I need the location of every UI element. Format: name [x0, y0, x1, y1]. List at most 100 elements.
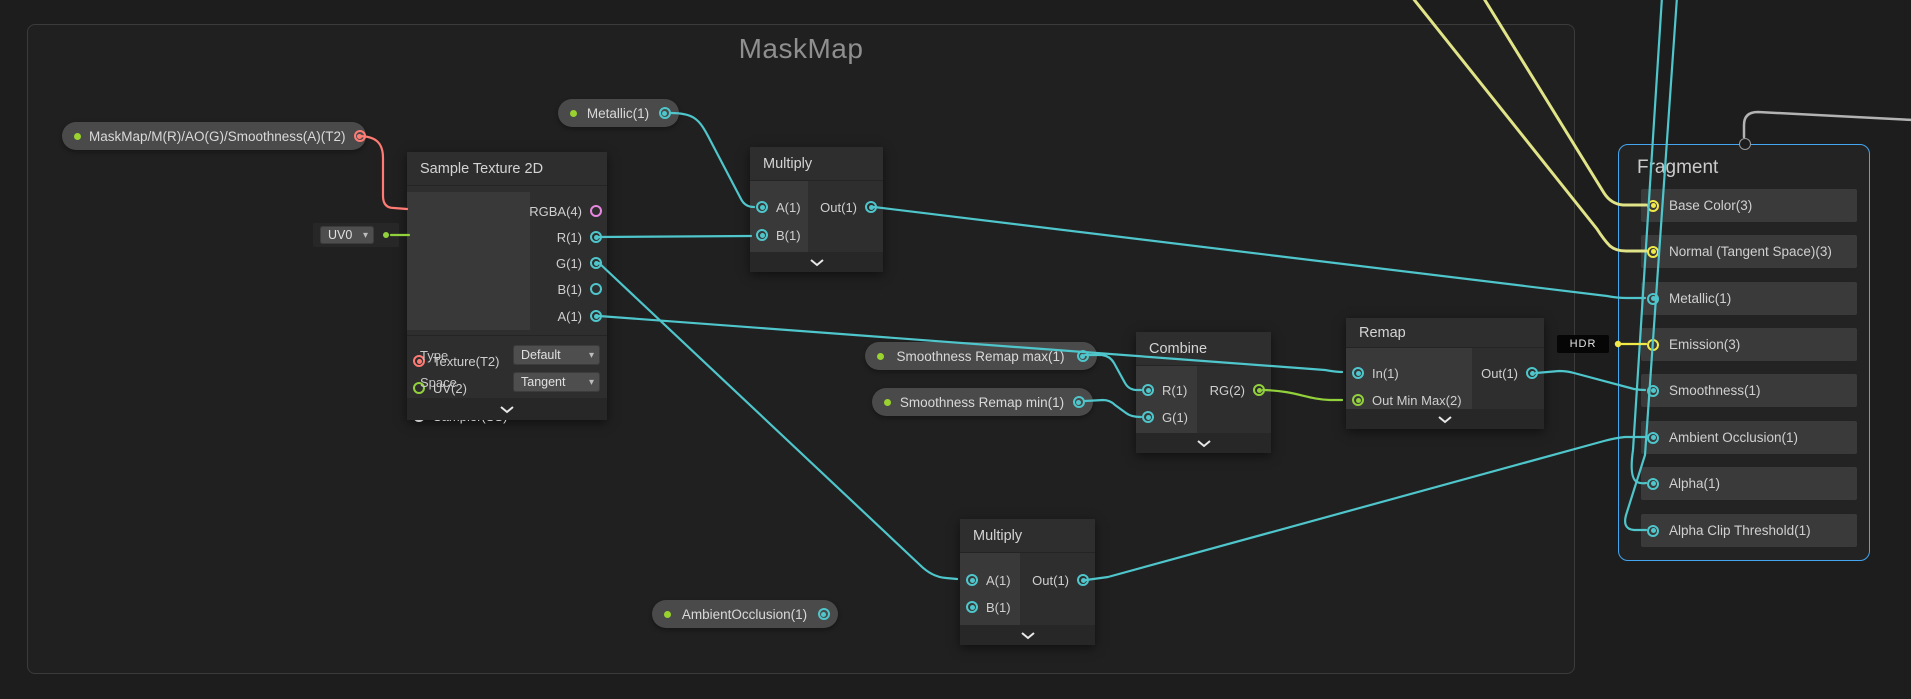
- chevron-down-icon: [500, 405, 514, 413]
- port-out-icon[interactable]: [1077, 574, 1089, 586]
- collapse-toggle[interactable]: [407, 398, 607, 420]
- node-title: Remap: [1346, 318, 1544, 348]
- fragment-block-emission[interactable]: Emission(3): [1641, 328, 1857, 361]
- port-ambient-occlusion-icon[interactable]: [1647, 431, 1659, 444]
- fragment-block-ambient-occlusion[interactable]: Ambient Occlusion(1): [1641, 421, 1857, 454]
- input-panel: [1346, 348, 1472, 409]
- port-label: G(1): [556, 255, 582, 271]
- port-label: A(1): [986, 572, 1011, 588]
- node-multiply-top[interactable]: Multiply A(1) B(1) Out(1): [750, 147, 883, 272]
- collapse-toggle[interactable]: [960, 625, 1095, 645]
- port-smoothness-icon[interactable]: [1647, 384, 1659, 397]
- uv-channel-value: UV0: [328, 228, 353, 242]
- port-label: A(1): [776, 199, 801, 215]
- node-multiply-bottom[interactable]: Multiply A(1) B(1) Out(1): [960, 519, 1095, 645]
- fragment-block-smoothness[interactable]: Smoothness(1): [1641, 374, 1857, 407]
- property-label: Smoothness Remap max(1): [896, 348, 1065, 364]
- property-node-maskmap[interactable]: MaskMap/M(R)/AO(G)/Smoothness(A)(T2): [62, 122, 366, 150]
- port-label: A(1): [557, 308, 582, 324]
- block-label: Base Color(3): [1669, 198, 1753, 213]
- property-node-smoothness-remap-min[interactable]: Smoothness Remap min(1): [872, 388, 1093, 416]
- port-alpha-icon[interactable]: [1647, 477, 1659, 490]
- node-title: Sample Texture 2D: [407, 152, 607, 186]
- uv-connection-dot-icon: [383, 232, 389, 238]
- edge-offscreen-to-fragment-stack[interactable]: [1742, 110, 1911, 139]
- port-b-icon[interactable]: [966, 601, 978, 613]
- collapse-toggle[interactable]: [750, 252, 883, 272]
- port-r-icon[interactable]: [590, 231, 602, 243]
- port-emission-icon[interactable]: [1647, 338, 1659, 351]
- float-output-port-icon[interactable]: [1072, 396, 1085, 408]
- node-title: Multiply: [750, 147, 883, 181]
- port-b-icon[interactable]: [590, 283, 602, 295]
- port-in-icon[interactable]: [1352, 367, 1364, 379]
- port-a-icon[interactable]: [590, 310, 602, 322]
- type-option-label: Type: [420, 348, 449, 363]
- node-sample-texture-2d[interactable]: Sample Texture 2D Texture(T2) UV(2) Samp…: [407, 152, 607, 424]
- port-g-icon[interactable]: [1142, 411, 1154, 423]
- port-rgba-icon[interactable]: [590, 205, 602, 217]
- property-label: MaskMap/M(R)/AO(G)/Smoothness(A)(T2): [89, 128, 346, 144]
- port-metallic-icon[interactable]: [1647, 292, 1659, 305]
- uv-channel-dropdown[interactable]: UV0 ▾: [320, 226, 374, 244]
- fragment-block-normal[interactable]: Normal (Tangent Space)(3): [1641, 235, 1857, 268]
- port-b-icon[interactable]: [756, 229, 768, 241]
- port-label: G(1): [1162, 409, 1188, 425]
- node-title: Combine: [1136, 332, 1271, 366]
- port-texture-icon[interactable]: [413, 355, 425, 367]
- float-output-port-icon[interactable]: [817, 608, 830, 620]
- type-dropdown[interactable]: Default ▾: [513, 345, 600, 365]
- collapse-toggle[interactable]: [1346, 409, 1544, 429]
- group-title: MaskMap: [738, 33, 864, 64]
- node-combine[interactable]: Combine R(1) G(1) RG(2): [1136, 332, 1271, 453]
- float-output-port-icon[interactable]: [1076, 350, 1089, 362]
- port-out-icon[interactable]: [865, 201, 877, 213]
- block-label: Alpha(1): [1669, 476, 1721, 491]
- dropdown-caret-icon: ▾: [588, 349, 594, 361]
- chevron-down-icon: [1020, 631, 1035, 639]
- chevron-down-icon: [1196, 439, 1211, 447]
- port-base-color-icon[interactable]: [1647, 199, 1659, 212]
- port-r-icon[interactable]: [1142, 384, 1154, 396]
- space-dropdown[interactable]: Tangent ▾: [513, 372, 600, 392]
- block-label: Emission(3): [1669, 337, 1741, 352]
- port-label: UV(2): [433, 380, 467, 396]
- block-label: Alpha Clip Threshold(1): [1669, 523, 1811, 538]
- port-rg-icon[interactable]: [1253, 384, 1265, 396]
- texture-output-port-icon[interactable]: [353, 130, 366, 142]
- port-a-icon[interactable]: [756, 201, 768, 213]
- port-out-min-max-icon[interactable]: [1352, 394, 1364, 406]
- property-node-metallic[interactable]: Metallic(1): [558, 99, 679, 127]
- dropdown-caret-icon: ▾: [588, 376, 594, 388]
- fragment-block-base-color[interactable]: Base Color(3): [1641, 189, 1857, 222]
- port-label: Out(1): [1032, 572, 1069, 588]
- fragment-block-alpha-clip-threshold[interactable]: Alpha Clip Threshold(1): [1641, 514, 1857, 547]
- port-uv-icon[interactable]: [413, 382, 425, 394]
- port-g-icon[interactable]: [590, 257, 602, 269]
- collapse-toggle[interactable]: [1136, 433, 1271, 453]
- exposed-property-dot-icon: [877, 352, 884, 360]
- port-label: B(1): [776, 227, 801, 243]
- exposed-property-dot-icon: [884, 398, 891, 406]
- port-a-icon[interactable]: [966, 574, 978, 586]
- fragment-block-metallic[interactable]: Metallic(1): [1641, 282, 1857, 315]
- input-panel: [407, 192, 530, 330]
- property-node-smoothness-remap-max[interactable]: Smoothness Remap max(1): [865, 342, 1097, 370]
- property-label: AmbientOcclusion(1): [681, 606, 808, 622]
- port-alpha-clip-icon[interactable]: [1647, 524, 1659, 537]
- port-label: RGBA(4): [529, 203, 582, 219]
- float-output-port-icon[interactable]: [658, 107, 671, 119]
- port-out-icon[interactable]: [1526, 367, 1538, 379]
- property-node-ambient-occlusion[interactable]: AmbientOcclusion(1): [652, 600, 838, 628]
- port-label: B(1): [986, 599, 1011, 615]
- fragment-context[interactable]: Fragment Base Color(3) Normal (Tangent S…: [1618, 138, 1870, 561]
- block-label: Normal (Tangent Space)(3): [1669, 244, 1832, 259]
- property-label: Smoothness Remap min(1): [899, 394, 1065, 410]
- port-label: Out(1): [1481, 365, 1518, 381]
- property-label: Metallic(1): [586, 105, 650, 121]
- port-label: B(1): [557, 281, 582, 297]
- fragment-block-alpha[interactable]: Alpha(1): [1641, 467, 1857, 500]
- port-normal-icon[interactable]: [1647, 245, 1659, 258]
- node-remap[interactable]: Remap In(1) Out Min Max(2) Out(1): [1346, 318, 1544, 429]
